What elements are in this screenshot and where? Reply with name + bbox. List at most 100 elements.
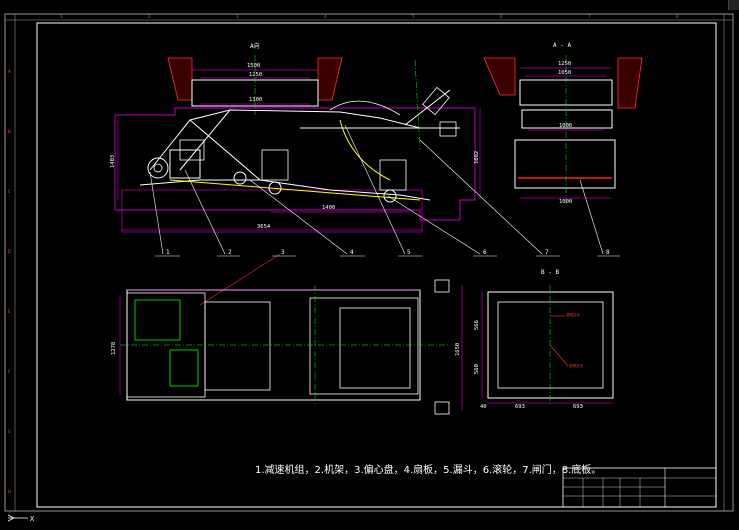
plan-right-frame <box>309 297 419 395</box>
bb-693a-text: 693 <box>515 404 525 410</box>
sheet-inner-border <box>36 22 717 508</box>
drive-wheel <box>147 157 169 179</box>
leader-7 <box>419 139 543 255</box>
plan-view[interactable] <box>119 279 463 415</box>
row-marker-d: D <box>8 250 11 255</box>
plan-1650-text: 1650 <box>455 342 461 356</box>
plan-bolt-bottom <box>434 401 450 415</box>
col-marker-4: 4 <box>324 15 327 20</box>
bb-outer <box>487 291 614 399</box>
sheet-outer-border <box>4 13 734 512</box>
balloon-7: 7 <box>545 249 549 256</box>
roller-a <box>233 171 247 185</box>
row-marker-a: A <box>8 70 11 75</box>
aa-chute-body <box>521 109 613 129</box>
col-marker-5: 5 <box>412 15 415 20</box>
gate-arc-outer <box>329 100 401 116</box>
leader-4 <box>249 179 348 255</box>
leader-6 <box>387 195 481 255</box>
bb-note-a: 说明文字 <box>566 313 580 317</box>
dim-1250-text: 1250 <box>249 72 263 78</box>
row-marker-e: E <box>8 310 11 315</box>
ucs-icon: X <box>7 514 35 523</box>
leader-1 <box>149 171 164 255</box>
hopper-left-wall <box>167 57 193 101</box>
aa-1000b-text: 1000 <box>559 199 573 205</box>
drive-wheel-hub <box>153 163 163 173</box>
aa-1250-text: 1250 <box>558 61 572 67</box>
bb-693b-text: 693 <box>573 404 583 410</box>
row-marker-f: F <box>8 370 11 375</box>
row-marker-g: G <box>8 430 11 435</box>
roller-housing-a <box>261 149 289 181</box>
svg-text:X: X <box>30 515 35 523</box>
aa-hopper-left <box>483 57 516 96</box>
balloon-1: 1 <box>166 249 170 256</box>
bb-note-b: 说明文字 <box>569 364 583 368</box>
chute-upper-edge <box>149 109 421 171</box>
main-elevation-view[interactable] <box>114 55 620 306</box>
col-marker-1: 1 <box>60 15 63 20</box>
aa-lower-body <box>514 139 616 189</box>
envelope-lower <box>121 189 423 233</box>
dim-1403-text: 1403 <box>110 154 116 168</box>
parts-caption: 1.减速机组，2.机架，3.偏心盘，4.扇板，5.漏斗，6.滚轮，7.闸门，8.… <box>255 465 602 476</box>
dim-1400-text: 1400 <box>322 205 336 211</box>
col-marker-3: 3 <box>236 15 239 20</box>
aa-hopper-right <box>617 57 643 109</box>
gate-arc <box>339 119 391 181</box>
bb-40-text: 40 <box>480 404 487 410</box>
section-aa-label: A - A <box>553 42 572 49</box>
bb-leader-b <box>549 344 569 367</box>
section-bb-view[interactable] <box>481 285 614 405</box>
title-block[interactable] <box>562 467 717 508</box>
reducer-box <box>179 139 205 161</box>
section-aa-view[interactable] <box>483 55 643 205</box>
dim-1082-text: 1082 <box>474 150 480 164</box>
balloon-8: 8 <box>606 249 610 256</box>
motor-block <box>169 149 201 179</box>
leader-3 <box>199 253 281 306</box>
hopper-right-wall <box>317 57 343 101</box>
balloon-3: 3 <box>281 249 285 256</box>
balloon-2: 2 <box>228 249 232 256</box>
roller-b <box>268 181 282 195</box>
dim-3654-text: 3654 <box>257 224 271 230</box>
roller-housing-b <box>379 159 407 191</box>
row-marker-b: B <box>8 130 11 135</box>
plan-drive-motor <box>134 299 181 341</box>
bb-560-text: 560 <box>474 364 480 374</box>
dim-1500-text: 1500 <box>247 63 261 69</box>
plan-mid-frame <box>204 301 271 391</box>
envelope-outline <box>114 107 476 221</box>
dim-1300-text: 1300 <box>249 97 263 103</box>
plan-1278-text: 1278 <box>111 341 117 355</box>
bb-566-text: 566 <box>474 320 480 330</box>
row-marker-h: H <box>8 490 11 495</box>
col-marker-8: 8 <box>676 15 679 20</box>
aa-1000a-text: 1000 <box>559 123 573 129</box>
chute-diag-a <box>189 119 261 181</box>
col-marker-2: 2 <box>148 15 151 20</box>
leader-8 <box>579 179 604 255</box>
leader-5 <box>344 124 406 255</box>
leader-2 <box>184 169 226 255</box>
scrollbar-corner[interactable] <box>728 0 739 10</box>
gate-cl <box>414 59 421 151</box>
view-a-label: A向 <box>250 43 260 50</box>
aa-1050-text: 1050 <box>558 70 572 76</box>
title-block-frame <box>562 467 717 508</box>
gate-shaft <box>439 121 457 137</box>
col-marker-6: 6 <box>500 15 503 20</box>
plan-bolt-top <box>434 279 450 293</box>
bb-inner <box>497 301 604 389</box>
section-bb-label: B - B <box>541 269 560 276</box>
col-marker-7: 7 <box>588 15 591 20</box>
plan-drive-reducer <box>169 349 199 387</box>
gate-counterweight <box>422 86 450 116</box>
gate-lever <box>404 89 451 126</box>
balloon-5: 5 <box>407 249 411 256</box>
plan-right-inner <box>339 307 411 389</box>
row-marker-c: C <box>8 190 11 195</box>
